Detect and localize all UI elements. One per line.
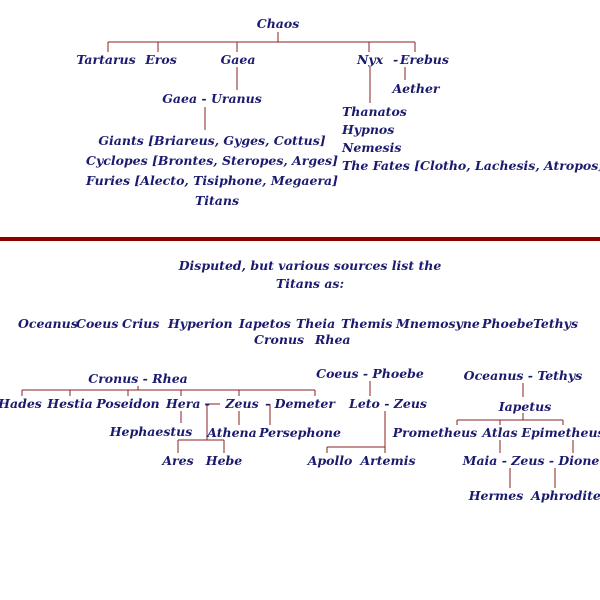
node-oceanus-tethys: Oceanus - Tethys (463, 368, 583, 383)
titan-name: Iapetos (239, 316, 291, 331)
node-coeus-phoebe: Coeus - Phoebe (316, 366, 424, 381)
titan-name: Rhea (315, 332, 351, 347)
zeus-hera-child: Hebe (205, 453, 243, 468)
titan-name: Oceanus (18, 316, 78, 331)
titan-name: Themis (341, 316, 393, 331)
section-divider (0, 237, 600, 241)
titans-intro-line: Titans as: (275, 276, 345, 291)
node-athena: Athena (207, 425, 257, 440)
nyx-child: Nemesis (342, 140, 402, 155)
titan-name: Theia (296, 316, 336, 331)
titan-name: Cronus (254, 332, 305, 347)
nyx-child: Hypnos (342, 122, 395, 137)
titan-name: Coeus (76, 316, 119, 331)
titan-name: Mnemosyne (396, 316, 480, 331)
maia-dione-child: Hermes (468, 488, 524, 503)
node-eros: Eros (145, 52, 177, 67)
node-hephaestus: Hephaestus (109, 424, 193, 439)
gaea-uranus-child: Giants [Briareus, Gyges, Cottus] (98, 133, 326, 148)
titan-name: Crius (122, 316, 160, 331)
node-cronus-rhea: Cronus - Rhea (88, 371, 188, 386)
leto-zeus-child: Artemis (360, 453, 416, 468)
nyx-child: The Fates [Clotho, Lachesis, Atropos] (342, 158, 600, 173)
cronus-child: - Demeter (265, 396, 335, 411)
gaea-uranus-child: Titans (194, 193, 240, 208)
cronus-child: Hestia (47, 396, 93, 411)
iapetus-child: Atlas (482, 425, 518, 440)
node-leto-zeus: Leto - Zeus (349, 396, 427, 411)
titan-name: Tethys (533, 316, 578, 331)
node-chaos: Chaos (256, 16, 300, 31)
maia-dione-child: Aphrodite (531, 488, 600, 503)
node-gaea-uranus: Gaea - Uranus (162, 91, 262, 106)
node-gaea: Gaea (220, 52, 256, 67)
leto-zeus-child: Apollo (307, 453, 353, 468)
cronus-child: Hera - (166, 396, 210, 411)
node-nyx: Nyx (357, 52, 384, 67)
cronus-child: Poseidon (96, 396, 160, 411)
node-aether: Aether (392, 81, 440, 96)
nyx-erebus-separator: - (393, 52, 399, 67)
node-iapetus: Iapetus (498, 399, 552, 414)
node-persephone: Persephone (259, 425, 341, 440)
node-maia-zeus-dione: Maia - Zeus - Dione (462, 453, 600, 468)
titans-intro-line: Disputed, but various sources list the (178, 258, 442, 273)
zeus-hera-child: Ares (162, 453, 194, 468)
nyx-child: Thanatos (342, 104, 407, 119)
node-tartarus: Tartarus (76, 52, 136, 67)
titan-name: Hyperion (168, 316, 233, 331)
cronus-child: Hades (0, 396, 42, 411)
iapetus-child: Epimetheus (521, 425, 600, 440)
cronus-child: Zeus (225, 396, 259, 411)
node-erebus: Erebus (400, 52, 449, 67)
gaea-uranus-child: Furies [Alecto, Tisiphone, Megaera] (85, 173, 339, 188)
gaea-uranus-child: Cyclopes [Brontes, Steropes, Arges] (86, 153, 338, 168)
titan-name: Phoebe (482, 316, 534, 331)
iapetus-child: Prometheus (392, 425, 478, 440)
